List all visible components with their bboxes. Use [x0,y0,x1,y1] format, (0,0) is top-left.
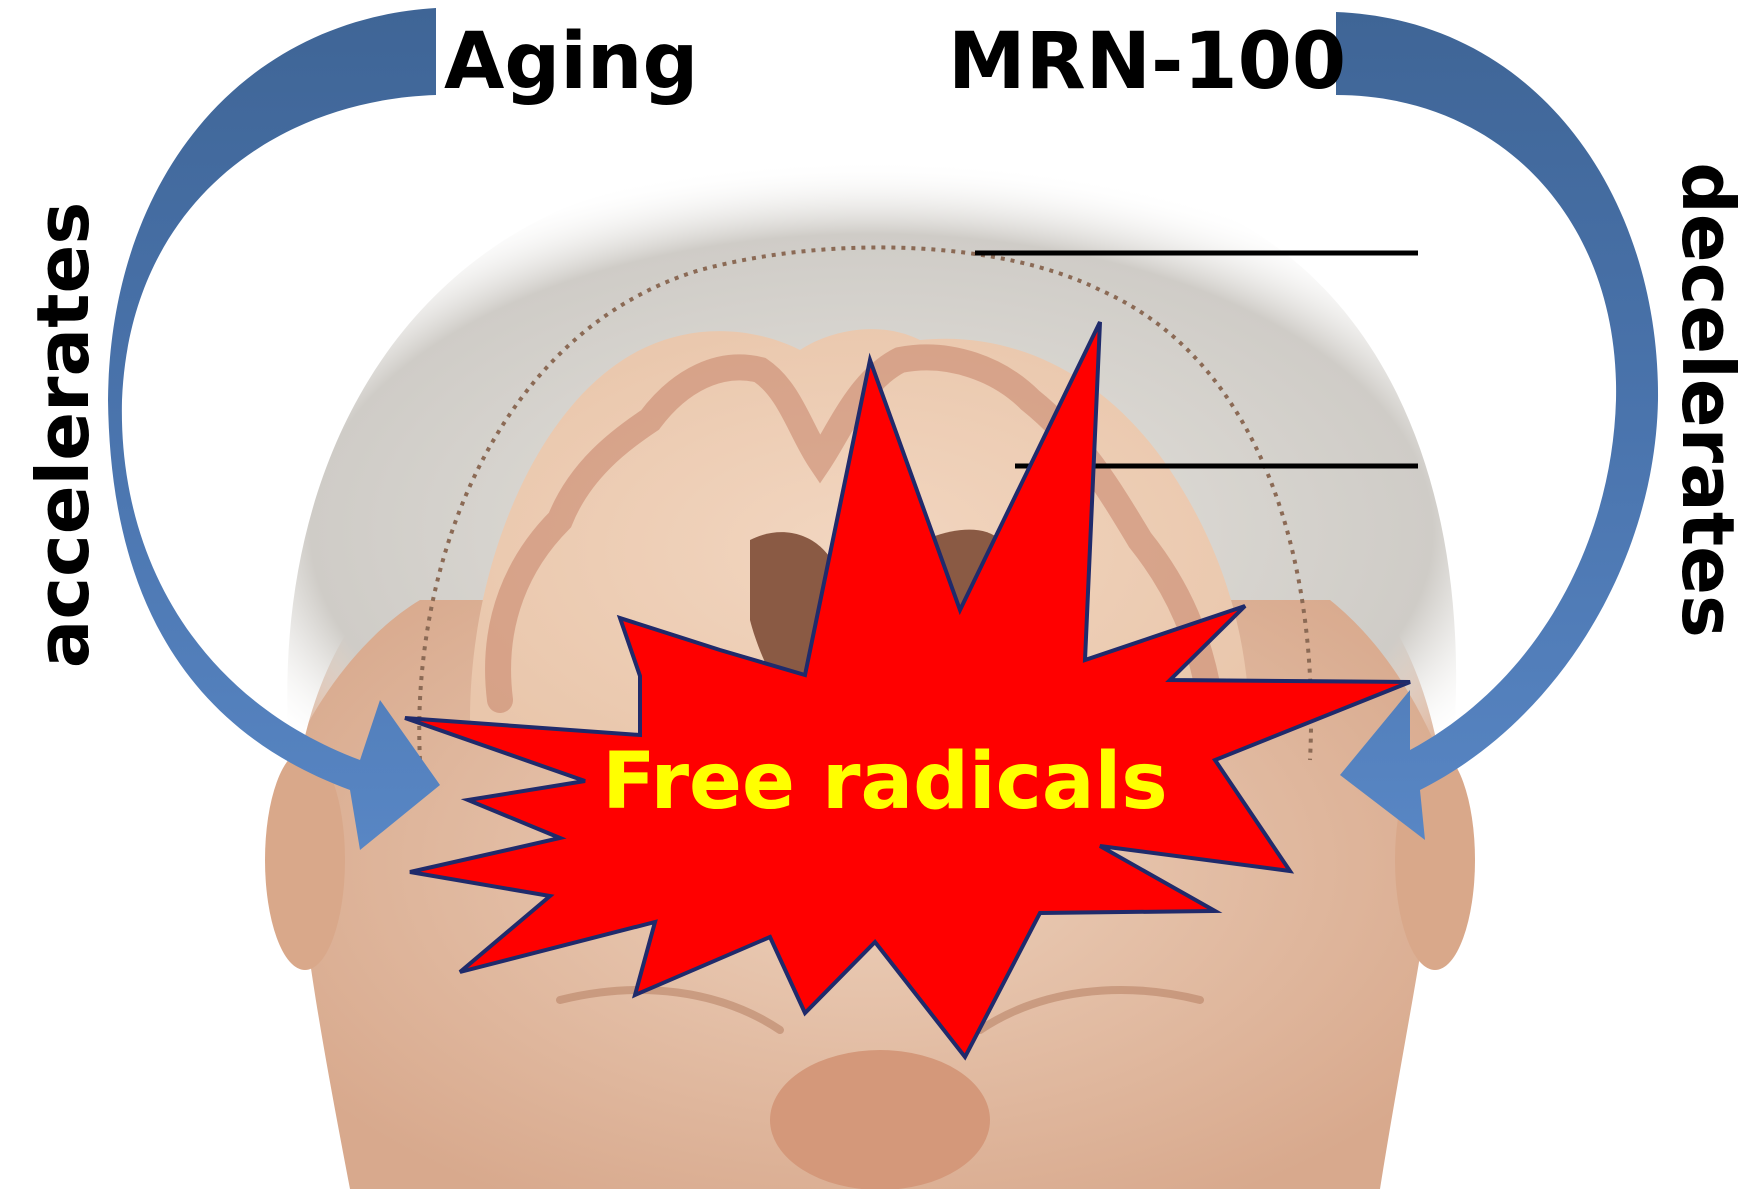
free-radicals-label: Free radicals [602,737,1167,827]
decelerates-label: decelerates [1666,162,1750,638]
mrn-100-label: MRN-100 [948,17,1346,107]
accelerates-label: accelerates [21,202,105,669]
aging-label: Aging [444,17,698,107]
nose [770,1050,990,1189]
